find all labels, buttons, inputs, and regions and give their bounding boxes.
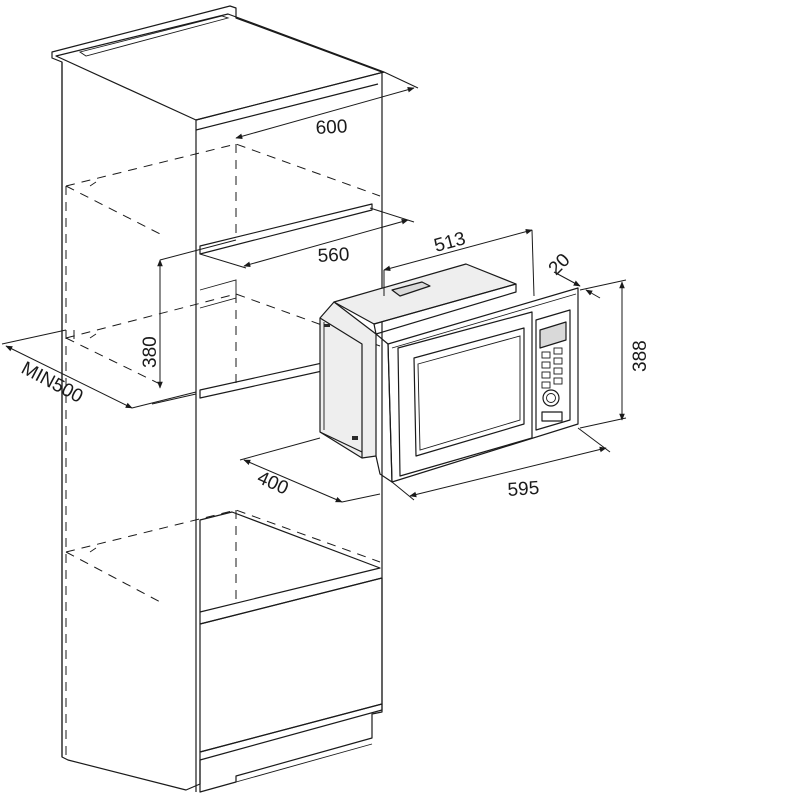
dimension-lines: [1, 71, 627, 503]
cabinet-top-strip: [78, 15, 230, 57]
label-appliance-width: 595: [507, 478, 540, 501]
label-niche-height: 380: [140, 336, 161, 368]
microwave-door: [397, 311, 533, 477]
label-cabinet-depth: MIN500: [18, 358, 87, 408]
label-cabinet-width: 600: [315, 116, 348, 139]
built-in-microwave: [319, 263, 579, 483]
upper-niche-shelf: [199, 203, 373, 255]
label-niche-depth: 400: [254, 467, 292, 499]
cabinet-top: [55, 13, 385, 121]
display-panel: [539, 321, 567, 349]
label-frame-depth: 20: [545, 250, 575, 280]
lower-shelf: [199, 511, 381, 613]
microwave-vent: [391, 281, 431, 297]
label-niche-width: 560: [317, 244, 350, 267]
control-dial-icon: [542, 389, 560, 407]
microwave-top: [333, 263, 517, 325]
plinth: [199, 703, 383, 793]
label-appliance-height: 388: [630, 340, 651, 372]
door-open-button: [541, 411, 563, 422]
control-panel: [535, 309, 571, 431]
drawer-front: [199, 577, 383, 753]
label-appliance-depth: 513: [432, 228, 468, 256]
door-window: [413, 327, 525, 457]
control-buttons: [541, 347, 563, 389]
